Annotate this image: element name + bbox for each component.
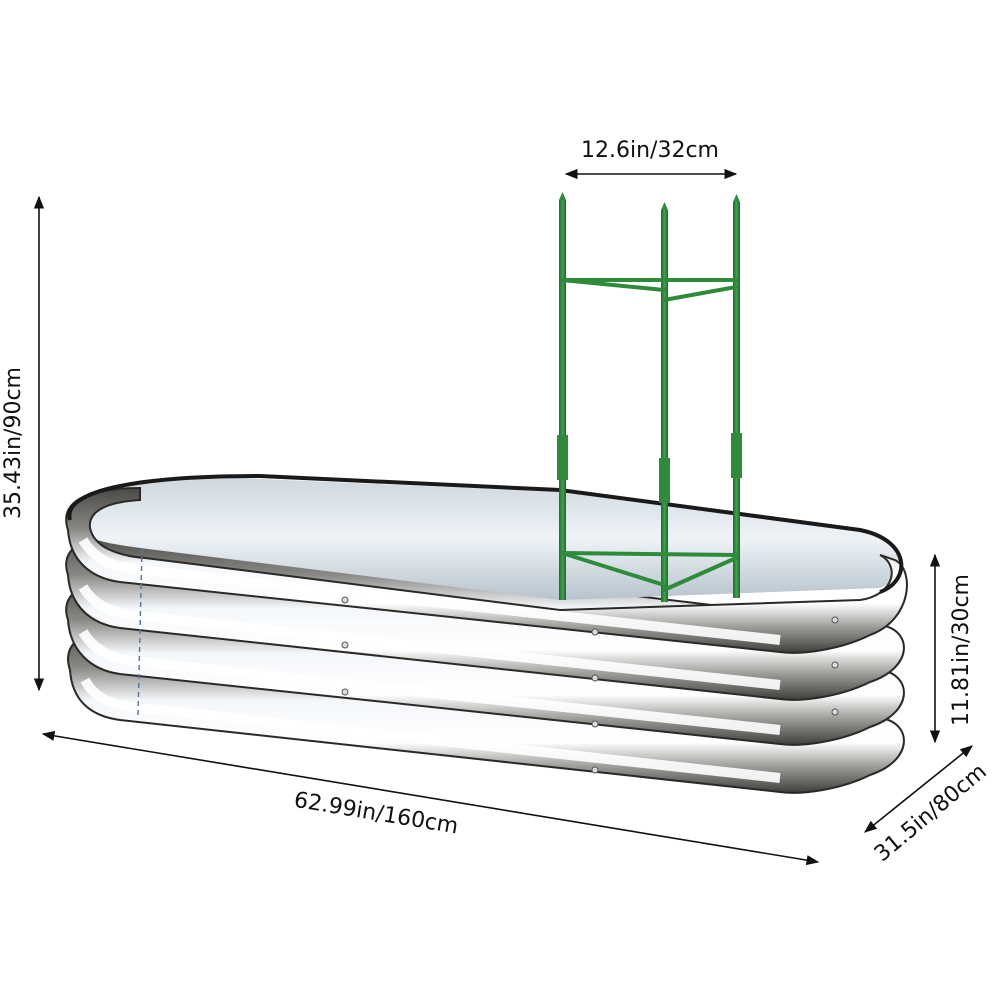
bed-top-opening	[71, 478, 899, 600]
bed-rim	[67, 473, 904, 594]
dimension-bed-height: 11.81in/30cm	[929, 553, 974, 744]
bed-bolts	[341, 596, 839, 774]
bed-ring-1	[65, 486, 908, 654]
bed-height-label: 11.81in/30cm	[949, 574, 974, 726]
garden-bed	[65, 473, 908, 794]
dimension-total-height: 35.43in/90cm	[1, 195, 45, 692]
trellis-top-bars	[560, 278, 738, 302]
length-label: 62.99in/160cm	[292, 788, 460, 840]
trellis-width-label: 12.6in/32cm	[581, 138, 719, 163]
total-height-label: 35.43in/90cm	[1, 367, 26, 519]
bed-seam	[137, 547, 143, 716]
trellis-bottom-bars	[560, 551, 738, 592]
trellis	[557, 192, 742, 602]
dimension-trellis-width: 12.6in/32cm	[564, 138, 738, 180]
trellis-posts	[557, 192, 742, 602]
